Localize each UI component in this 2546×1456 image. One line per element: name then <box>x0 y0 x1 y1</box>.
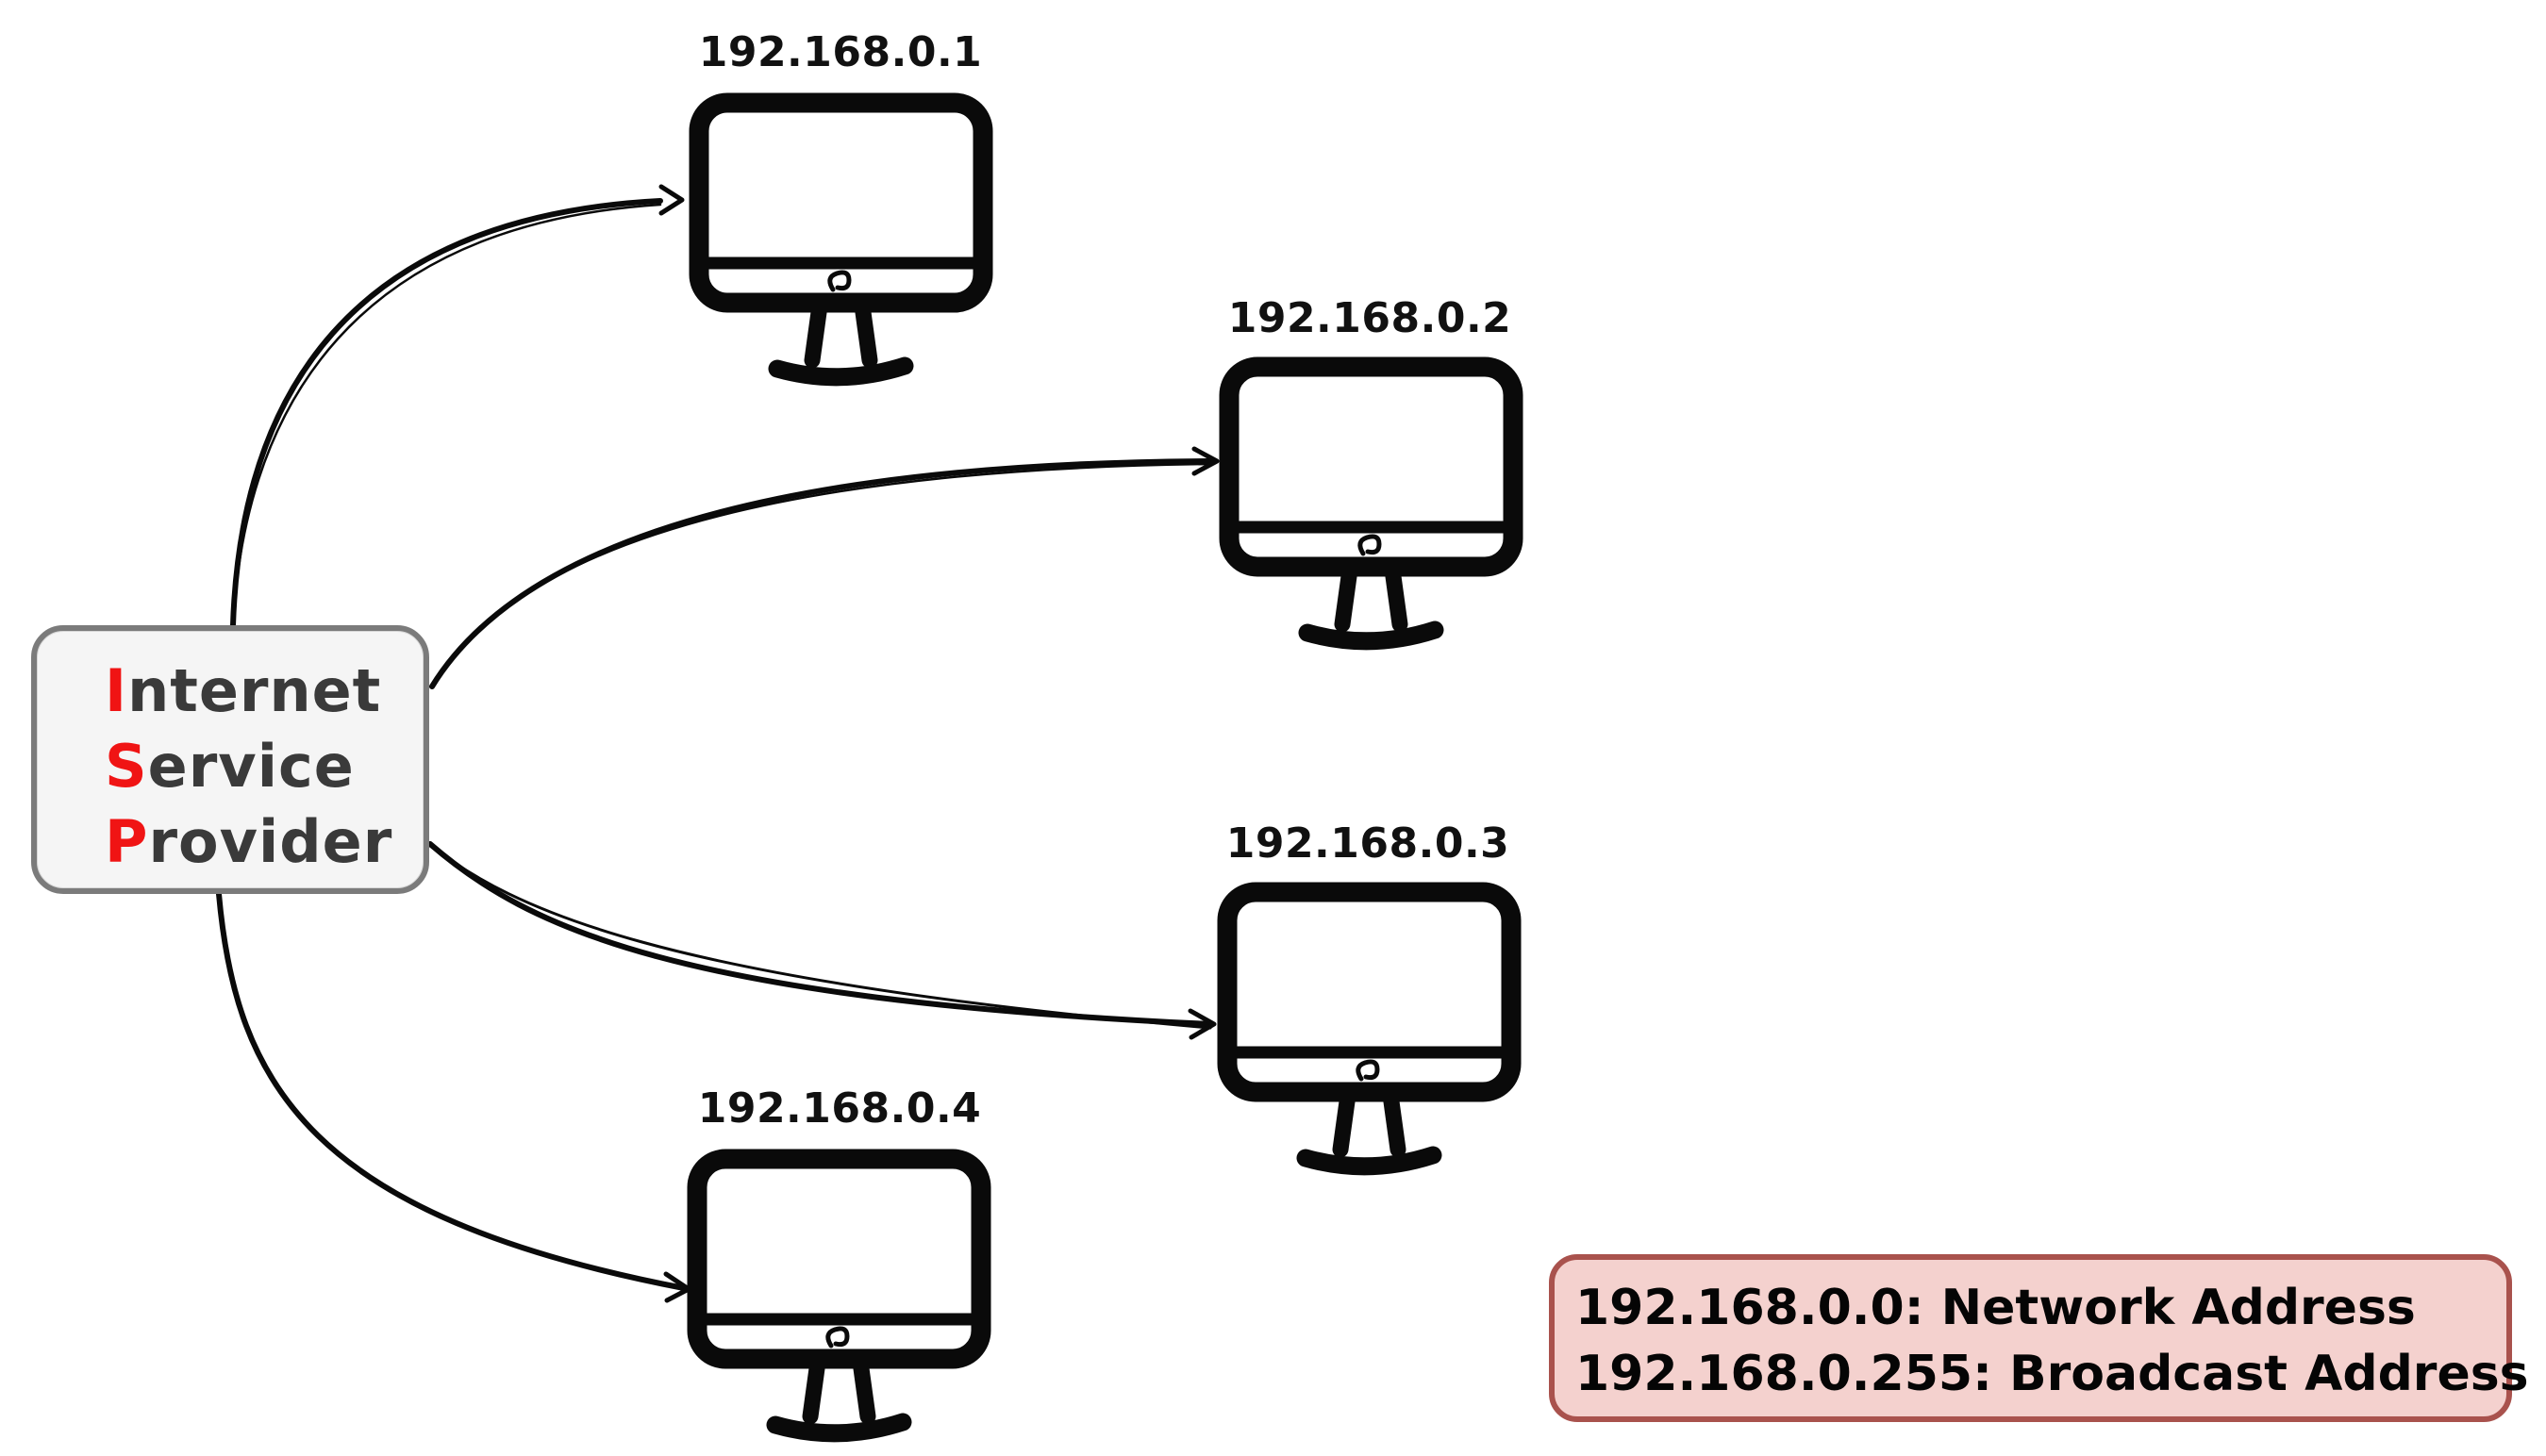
ip-label-computer-4: 192.168.0.4 <box>697 1084 982 1133</box>
arrow-isp-to-computer-4 <box>216 891 691 1303</box>
isp-label-line-2: Service <box>105 729 424 804</box>
isp-rest-text: ervice <box>147 732 355 801</box>
computer-monitor-icon-3 <box>1223 892 1516 1166</box>
address-note-box: 192.168.0.0: Network Address 192.168.0.2… <box>1549 1254 2529 1422</box>
isp-label-line-3: Provider <box>105 804 424 880</box>
isp-node: Internet Service Provider <box>31 625 429 894</box>
isp-rest-text: rovider <box>148 807 393 876</box>
computer-monitor-icon-1 <box>694 103 988 377</box>
isp-initial-letter: S <box>105 732 148 801</box>
ip-label-computer-2: 192.168.0.2 <box>1227 294 1512 342</box>
isp-rest-text: nternet <box>127 656 382 725</box>
isp-initial-letter: I <box>105 656 128 725</box>
arrow-isp-to-computer-2 <box>429 446 1220 689</box>
computer-monitor-icon-2 <box>1224 367 1518 641</box>
arrow-isp-to-computer-3 <box>427 841 1217 1040</box>
ip-label-computer-3: 192.168.0.3 <box>1225 819 1510 868</box>
ip-label-computer-1: 192.168.0.1 <box>698 28 983 76</box>
isp-initial-letter: P <box>105 807 149 876</box>
computer-monitor-icon-4 <box>692 1159 986 1433</box>
address-note-text: 192.168.0.0: Network Address 192.168.0.2… <box>1555 1260 2529 1407</box>
isp-label: Internet Service Provider <box>37 631 424 880</box>
isp-label-line-1: Internet <box>105 654 424 729</box>
arrow-isp-to-computer-1 <box>230 184 685 628</box>
broadcast-address-line: 192.168.0.255: Broadcast Address <box>1575 1346 2529 1402</box>
network-address-line: 192.168.0.0: Network Address <box>1575 1280 2416 1336</box>
